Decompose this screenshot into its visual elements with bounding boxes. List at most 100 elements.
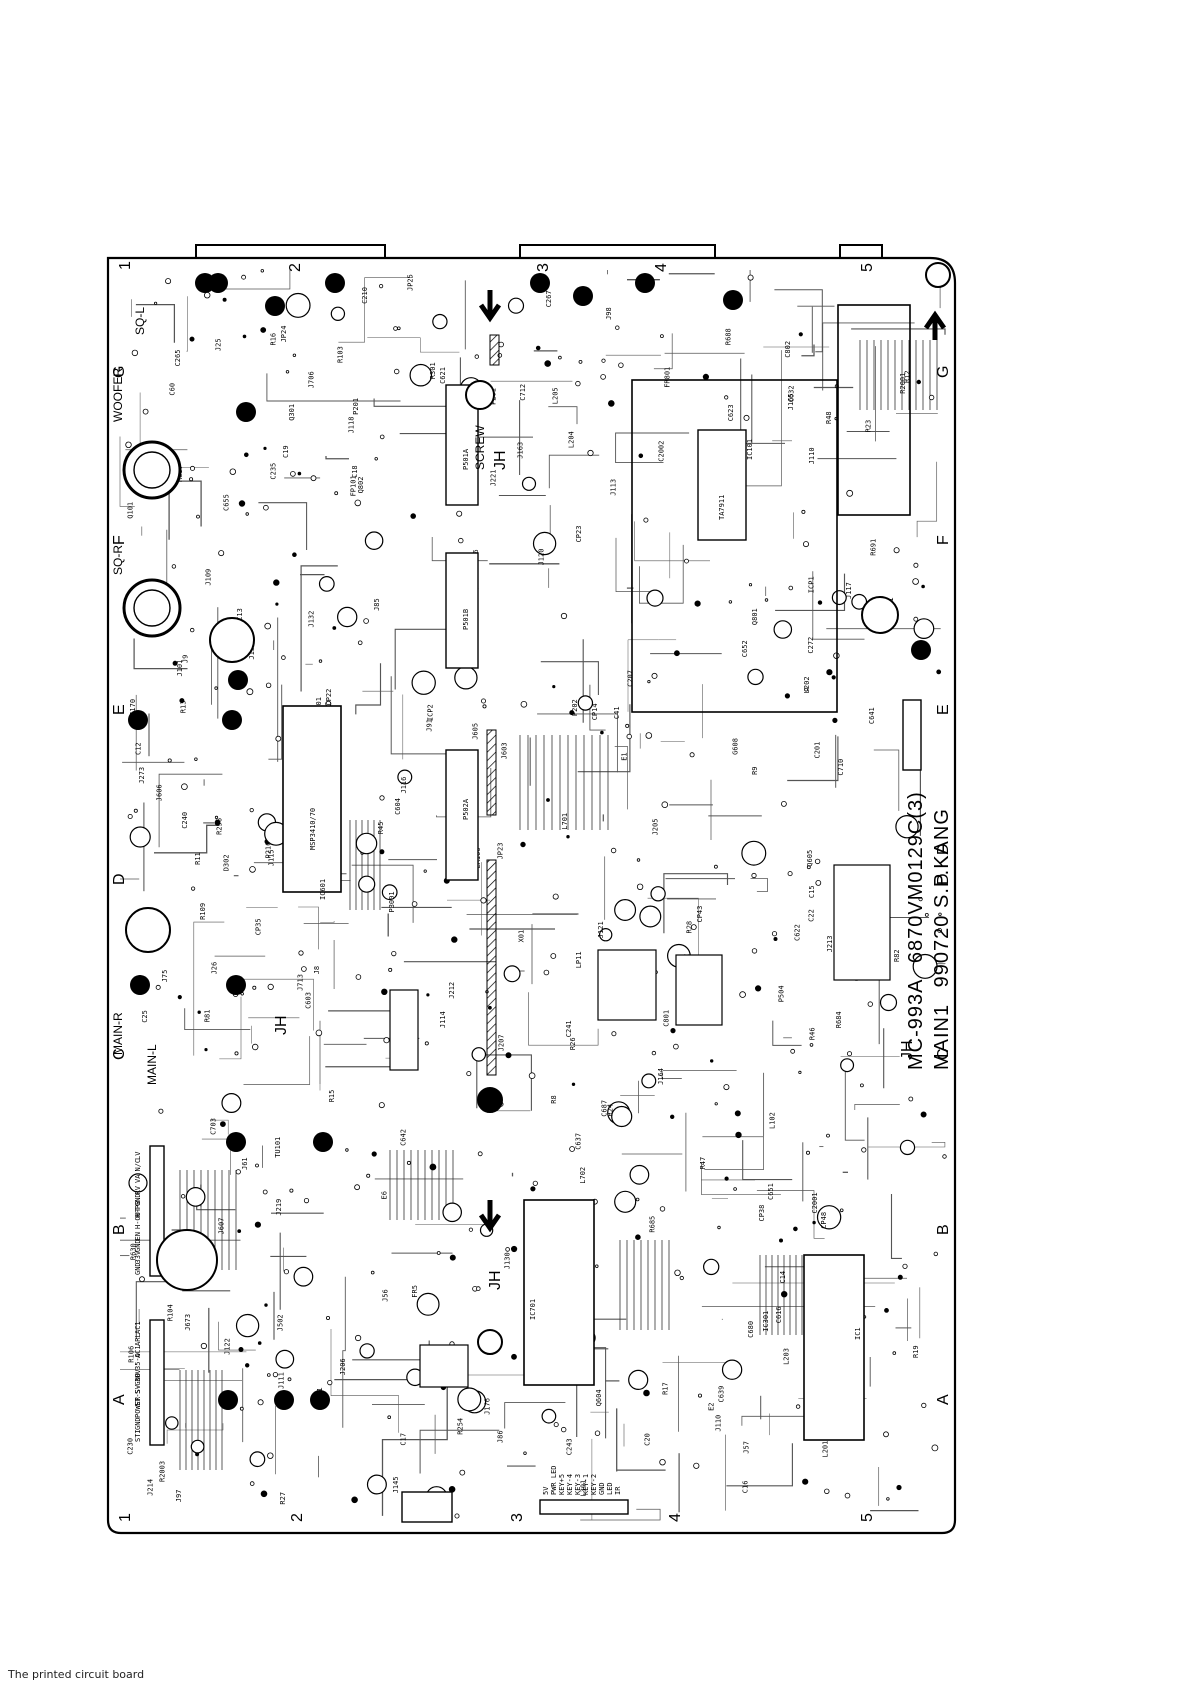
part-label: C604	[394, 798, 402, 815]
solder-pad	[257, 1399, 264, 1406]
solder-pad	[735, 1131, 742, 1139]
solder-pad	[242, 334, 247, 339]
solder-pad	[239, 1406, 244, 1411]
copper-trace	[355, 663, 382, 715]
capacitor-outline	[577, 695, 594, 711]
solder-pad	[743, 414, 750, 421]
solder-pad	[690, 924, 697, 930]
capacitor-outline	[366, 1474, 387, 1495]
part-label: R256	[216, 818, 224, 835]
solder-pad	[520, 841, 526, 848]
copper-trace	[419, 1429, 500, 1474]
jh-mark-2: JH	[492, 450, 509, 470]
solder-pad	[194, 757, 198, 761]
part-label: C41	[613, 706, 621, 719]
solder-pad	[254, 1221, 261, 1228]
header-pin-label: LV	[134, 1151, 142, 1160]
copper-trace	[342, 1276, 346, 1428]
solder-pad	[806, 1150, 811, 1155]
solder-pad	[698, 1393, 703, 1398]
part-label: L301	[580, 1480, 588, 1497]
ground-pad	[130, 975, 150, 995]
solder-pad	[645, 732, 653, 739]
solder-pad	[197, 1010, 201, 1014]
copper-trace	[627, 639, 677, 712]
header-pin-label: GND	[134, 1417, 142, 1430]
capacitor-outline	[416, 1292, 440, 1316]
copper-trace	[614, 746, 628, 810]
capacitor-outline	[355, 832, 378, 855]
part-label: CP48	[820, 1212, 828, 1229]
part-label: CP23	[575, 526, 583, 543]
capacitor-outline	[457, 1387, 482, 1412]
solder-pad	[429, 1163, 437, 1171]
solder-pad	[607, 400, 615, 407]
solder-pad	[249, 807, 254, 813]
copper-trace	[476, 1054, 532, 1111]
part-label: L204	[567, 431, 575, 448]
solder-pad	[332, 626, 337, 630]
solder-pad	[543, 969, 550, 976]
solder-pad	[482, 704, 487, 709]
solder-pad	[285, 370, 290, 374]
part-label: C639	[717, 1386, 725, 1403]
solder-pad	[449, 1254, 456, 1261]
part-label: Q101	[127, 502, 135, 519]
solder-pad	[694, 600, 701, 607]
part-label: R23	[865, 420, 873, 433]
solder-pad	[661, 801, 669, 808]
qfp-chip-2	[675, 954, 723, 1026]
solder-pad	[327, 1380, 333, 1386]
part-label: C710	[837, 759, 845, 776]
solder-pad	[553, 1422, 559, 1428]
part-label: R27	[279, 1492, 287, 1505]
header-pin-label: N/C	[134, 1159, 142, 1172]
grid-top-1: 1	[117, 261, 134, 270]
capacitor-outline	[275, 1349, 295, 1369]
solder-pad	[739, 991, 746, 998]
solder-pad	[847, 1051, 853, 1057]
solder-pad	[264, 622, 272, 630]
solder-pad	[189, 336, 195, 342]
solder-pad	[354, 499, 362, 507]
header-pin-label: 30V	[134, 1369, 142, 1382]
solder-pad	[287, 1377, 292, 1382]
solder-pad	[913, 616, 919, 622]
part-label: C621	[439, 367, 447, 384]
part-label: C265	[174, 350, 182, 367]
part-label: C2002	[658, 441, 666, 462]
copper-trace	[742, 1140, 793, 1181]
solder-pad	[693, 1462, 700, 1469]
part-label: C655	[223, 494, 231, 511]
part-label: R47	[699, 1157, 707, 1170]
solder-pad	[832, 717, 838, 724]
sqr-jack-inner	[133, 589, 171, 627]
part-label: R81	[203, 1010, 211, 1023]
part-label: C641	[868, 707, 876, 724]
grid-bottom-5: 5	[859, 1513, 876, 1522]
part-label: J109	[204, 569, 212, 586]
p602-header	[149, 1145, 165, 1277]
part-label: C60	[168, 383, 176, 396]
copper-trace	[325, 456, 349, 460]
copper-trace	[663, 873, 729, 934]
solder-pad	[266, 1373, 271, 1377]
solder-pad	[918, 896, 923, 902]
grid-bottom-4: 4	[667, 1513, 684, 1522]
part-label: C616	[775, 1306, 783, 1323]
solder-pad	[458, 537, 464, 544]
copper-trace	[734, 350, 782, 487]
ground-pad	[228, 670, 248, 690]
solder-pad	[594, 1430, 601, 1436]
solder-pad	[587, 449, 594, 457]
copper-trace	[193, 921, 225, 1056]
ground-pad	[226, 975, 246, 995]
part-label: C14	[779, 1271, 787, 1284]
part-label: J120	[537, 549, 545, 566]
copper-trace	[119, 436, 135, 507]
p801-header	[149, 1319, 165, 1446]
solder-pad	[334, 491, 339, 496]
part-label: R691	[869, 539, 877, 556]
solder-pad	[788, 585, 794, 591]
capacitor-outline	[454, 666, 478, 690]
